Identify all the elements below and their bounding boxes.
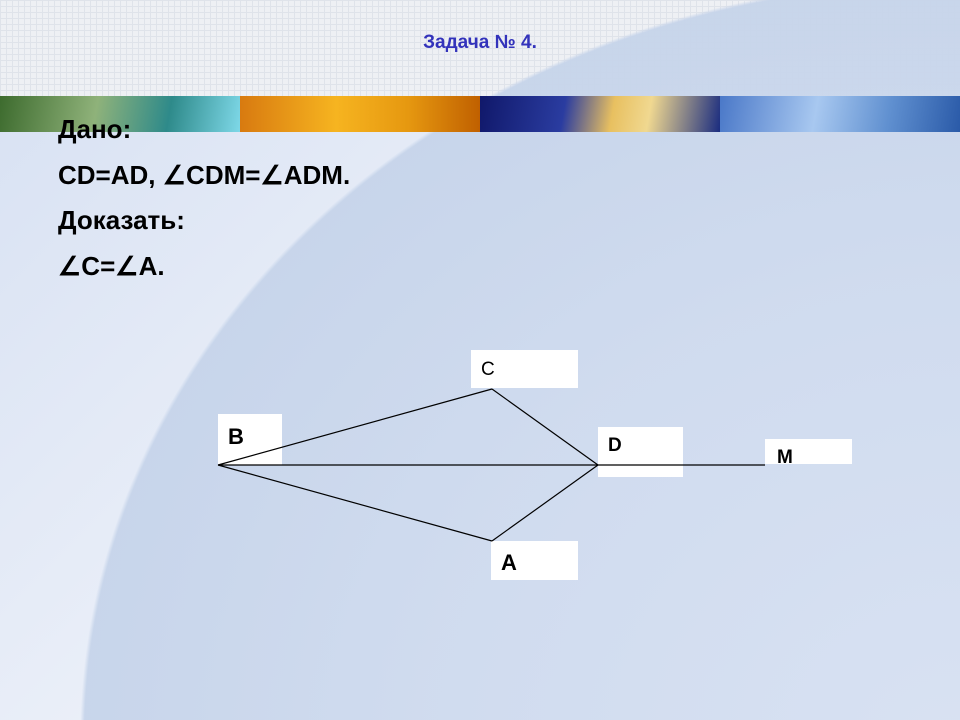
given-heading: Дано: — [58, 114, 132, 144]
banner-image-1 — [0, 96, 240, 132]
segment-bc — [217, 388, 493, 466]
label-m-text: M — [777, 447, 793, 468]
label-c-text: C — [481, 359, 495, 380]
banner-image-2 — [240, 96, 480, 132]
banner-image-3 — [480, 96, 720, 132]
segment-ad — [491, 464, 599, 542]
given-text: CD=AD, ∠CDM=∠ADM. — [58, 160, 351, 190]
image-banner — [0, 96, 960, 132]
segment-cd — [491, 388, 599, 466]
label-d-text: D — [608, 435, 622, 456]
banner-image-4 — [720, 96, 960, 132]
prove-heading: Доказать: — [58, 205, 185, 235]
label-a: A — [491, 541, 578, 580]
prove-text: ∠C=∠A. — [58, 251, 165, 281]
segment-ba — [217, 464, 493, 542]
label-a-text: A — [501, 550, 517, 575]
label-d: D — [598, 427, 683, 477]
label-b-text: B — [228, 424, 244, 449]
label-m: M — [765, 439, 852, 468]
label-c: C — [471, 350, 578, 388]
slide-title: Задача № 4. — [423, 32, 537, 53]
